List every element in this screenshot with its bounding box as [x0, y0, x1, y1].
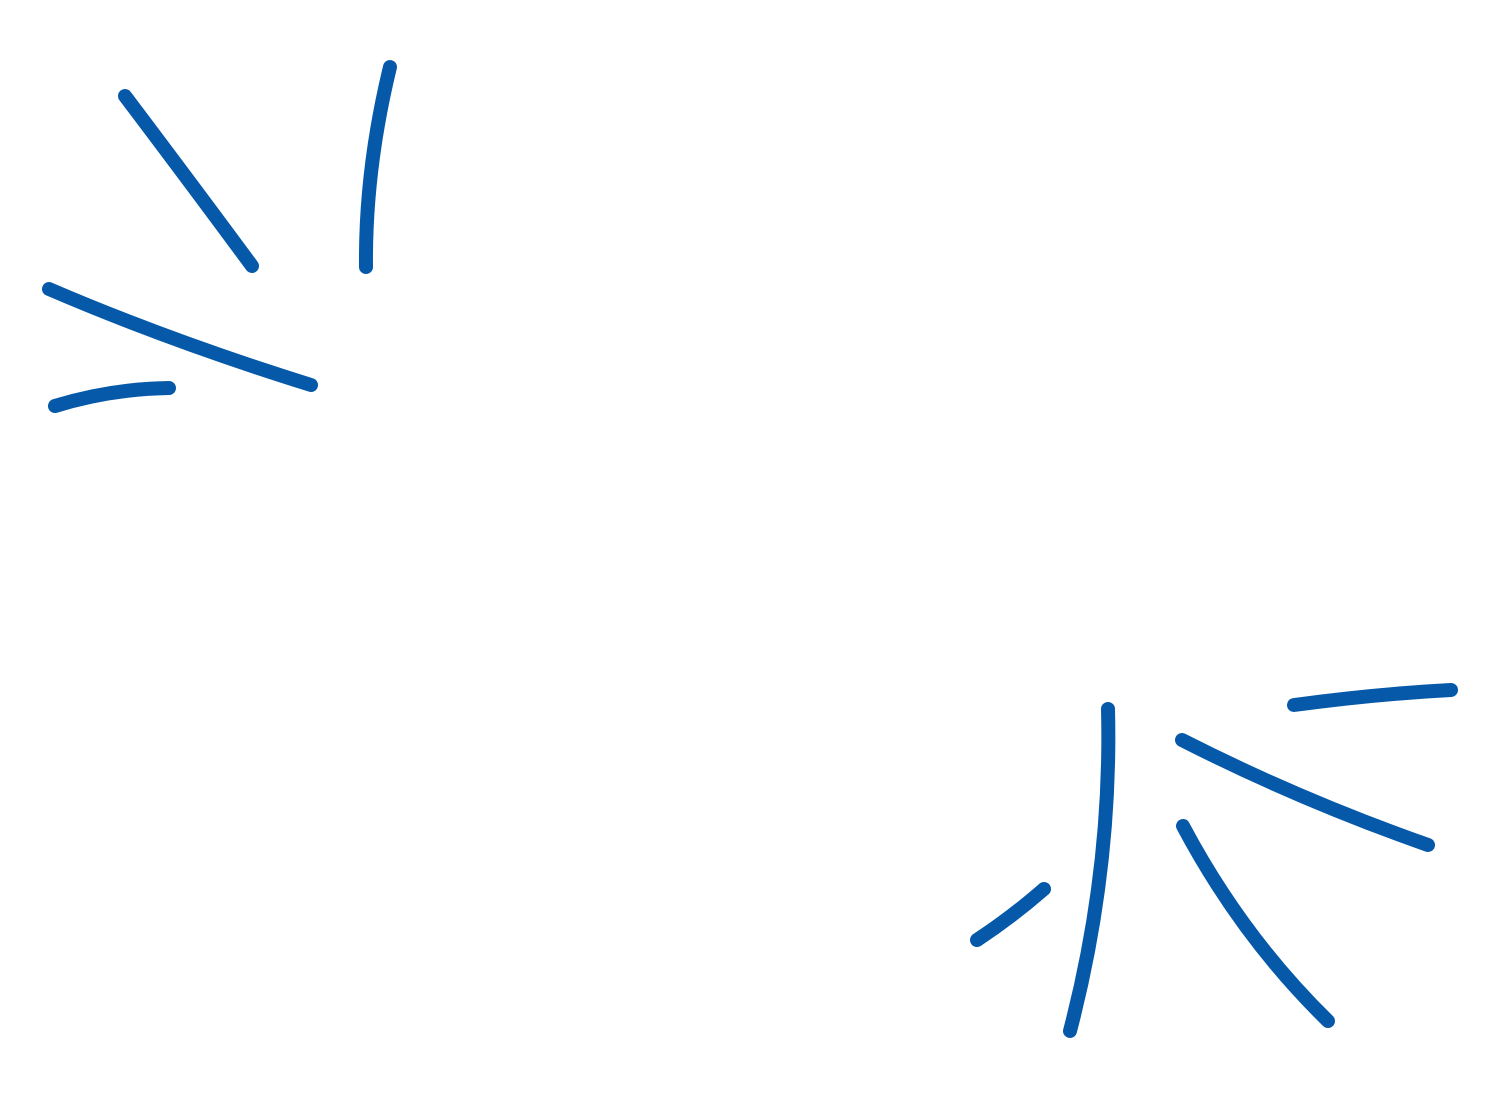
burst-stroke: [48, 381, 176, 413]
burst-stroke: [1063, 702, 1116, 1038]
burst-stroke: [358, 60, 397, 274]
burst-stroke: [1175, 733, 1435, 852]
burst-stroke: [1176, 819, 1335, 1028]
burst-top-left: [42, 60, 397, 413]
burst-stroke: [970, 882, 1051, 947]
burst-stroke: [1287, 683, 1458, 712]
burst-stroke: [118, 89, 259, 273]
burst-bottom-right: [970, 683, 1458, 1038]
burst-stroke: [42, 282, 318, 392]
